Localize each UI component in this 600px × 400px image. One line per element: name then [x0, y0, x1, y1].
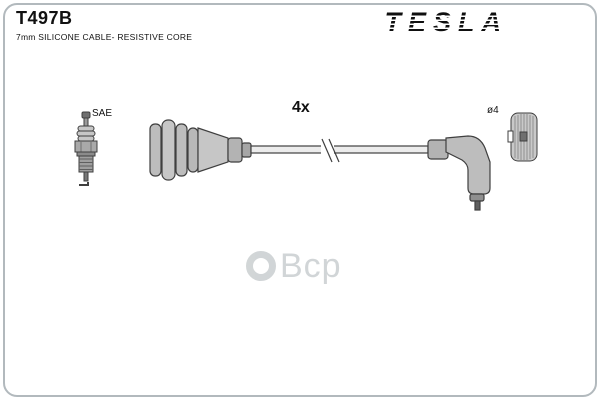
part-number: T497B [16, 8, 73, 28]
ignition-cable-icon [149, 119, 491, 211]
tesla-logo-text: TESLA [384, 7, 508, 37]
spark-plug-icon [74, 111, 98, 186]
watermark: Bcp [246, 249, 342, 283]
cable-boot-left [149, 119, 252, 181]
terminal-cap-icon [507, 112, 538, 162]
tesla-brand-logo: TESLA [382, 7, 510, 37]
cable-wire [250, 138, 429, 163]
watermark-circle-icon [246, 251, 276, 281]
part-description: 7mm SILICONE CABLE- RESISTIVE CORE [16, 32, 193, 42]
quantity-label: 4x [292, 99, 310, 116]
watermark-text: Bcp [280, 247, 342, 285]
terminal-diameter-label: ø4 [487, 105, 499, 116]
cable-connector-right [427, 135, 491, 211]
spark-plug-standard-label: SAE [92, 108, 113, 119]
